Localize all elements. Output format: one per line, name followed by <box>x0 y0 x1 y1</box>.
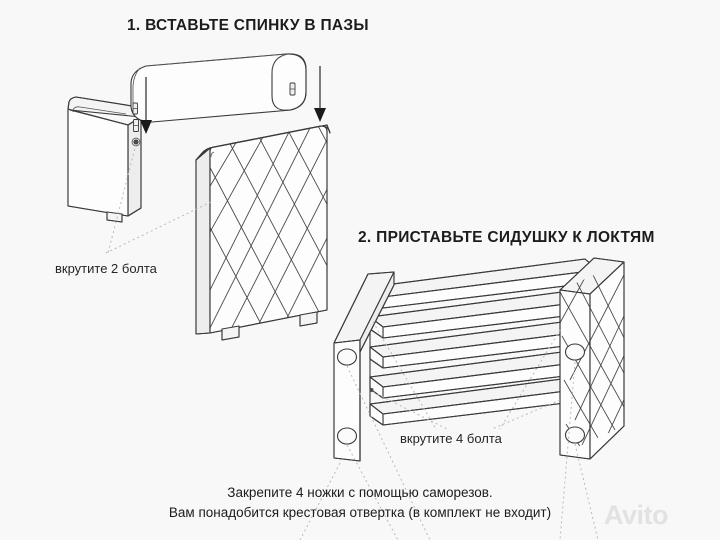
armrest-panel-near <box>333 271 395 462</box>
bolster-cushion <box>130 53 307 123</box>
footnote-tool: Вам понадобится крестовая отвертка (в ко… <box>168 505 552 520</box>
annotation-bolts-2: вкрутите 2 болта <box>55 261 157 276</box>
leader-lines-step1 <box>105 143 212 254</box>
quilted-back-panel <box>195 124 331 341</box>
armrest-panel-left <box>67 96 142 223</box>
seat-slats <box>369 258 599 426</box>
step-2-heading: 2. ПРИСТАВЬТЕ СИДУШКУ К ЛОКТЯМ <box>358 229 655 246</box>
footnote-legs: Закрепите 4 ножки с помощью саморезов. <box>227 485 493 500</box>
leader-lines-step2 <box>299 321 599 540</box>
insert-arrow-left <box>140 77 152 134</box>
step-1-heading: 1. ВСТАВЬТЕ СПИНКУ В ПАЗЫ <box>127 17 369 34</box>
insert-arrow-right <box>314 66 326 122</box>
annotation-bolts-4: вкрутите 4 болта <box>400 431 502 446</box>
